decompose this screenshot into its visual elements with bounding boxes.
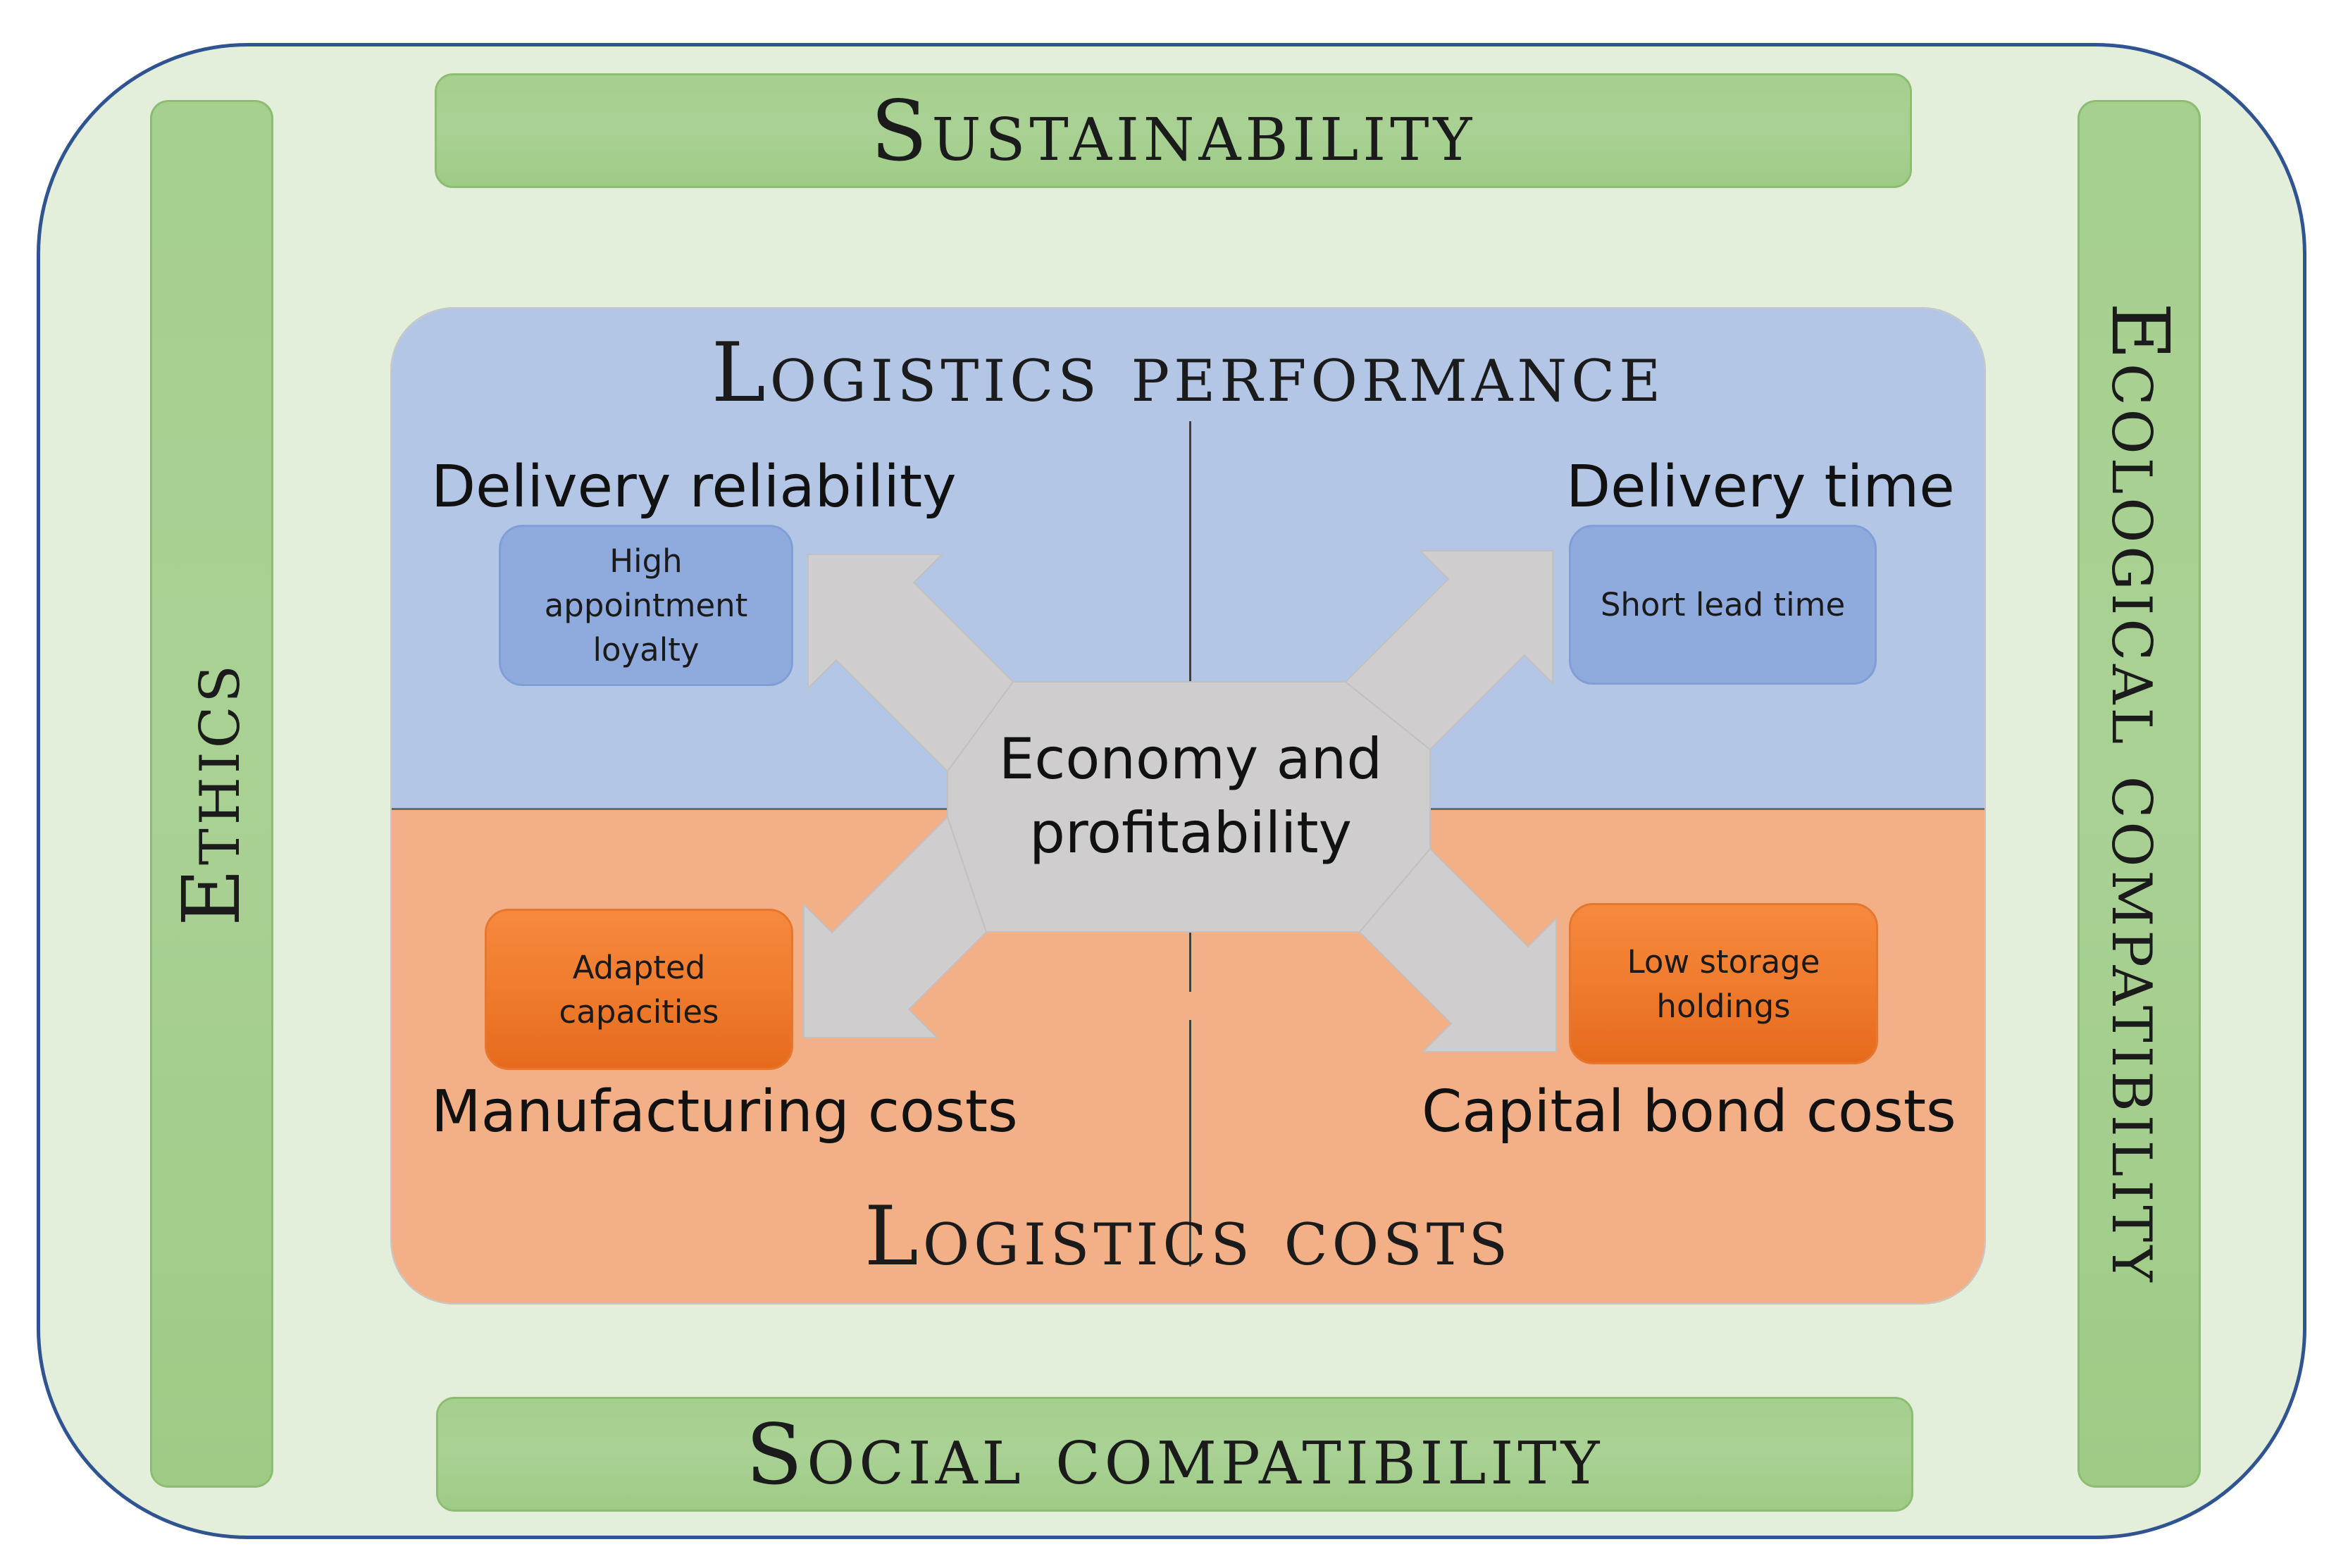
ethics-band: Ethics — [150, 100, 273, 1488]
box-line: Short lead time — [1600, 586, 1846, 623]
logistics-costs-title: Logistics costs — [864, 1189, 1513, 1284]
adapted-capacities-box: Adapted capacities — [485, 909, 793, 1070]
sustainability-band: Sustainability — [435, 73, 1912, 188]
center-line-2: profitability — [1029, 800, 1352, 866]
delivery-time-label: Delivery time — [1566, 454, 1955, 521]
ecological-compatibility-band: Ecological compatibility — [2078, 100, 2201, 1488]
high-appointment-loyalty-box: High appointment loyalty — [499, 525, 793, 686]
box-line: Low storage — [1627, 942, 1820, 981]
capital-bond-costs-label: Capital bond costs — [1422, 1078, 1956, 1145]
box-line: appointment — [544, 587, 748, 624]
box-line: holdings — [1656, 987, 1791, 1025]
box-line: High — [609, 542, 683, 580]
box-line: Adapted — [572, 948, 706, 986]
low-storage-holdings-box: Low storage holdings — [1569, 903, 1878, 1064]
economy-profitability-label: Economy and profitability — [958, 722, 1423, 870]
vertical-divider-bottom — [1189, 1020, 1191, 1267]
manufacturing-costs-label: Manufacturing costs — [431, 1078, 1018, 1145]
delivery-reliability-label: Delivery reliability — [431, 454, 957, 521]
ethics-label: Ethics — [166, 661, 258, 926]
social-compatibility-label: Social compatibility — [745, 1405, 1604, 1503]
ecological-compatibility-label: Ecological compatibility — [2093, 302, 2185, 1286]
short-lead-time-box: Short lead time — [1569, 525, 1877, 685]
sustainability-label: Sustainability — [870, 82, 1477, 180]
vertical-divider-top — [1189, 421, 1191, 992]
logistics-performance-title: Logistics performance — [711, 325, 1665, 421]
box-line: loyalty — [592, 631, 700, 668]
center-line-1: Economy and — [998, 726, 1383, 792]
social-compatibility-band: Social compatibility — [436, 1397, 1913, 1512]
box-line: capacities — [559, 993, 719, 1031]
